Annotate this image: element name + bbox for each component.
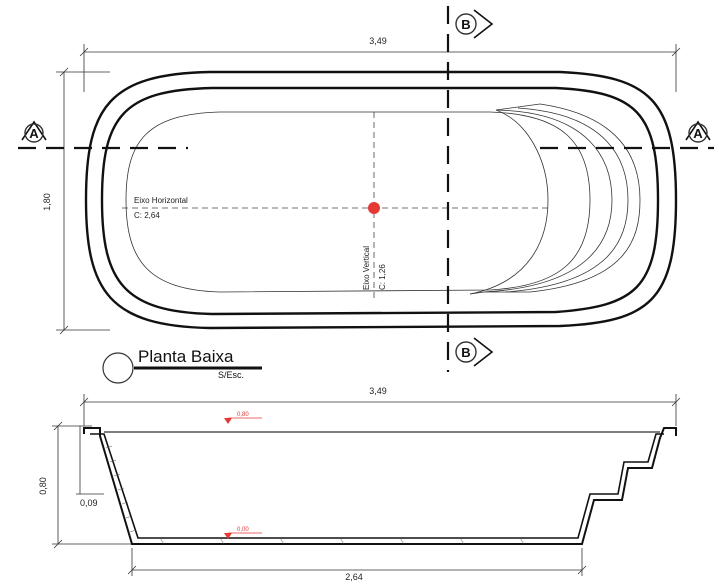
vertical-axis-value: C: 1,26 — [378, 264, 387, 290]
section-b-label-top: B — [461, 17, 470, 32]
pool-steps — [469, 103, 641, 295]
section-outer-shell — [83, 427, 677, 545]
pool-inner-edge — [100, 86, 660, 316]
section-height-dimension: 0,80 — [38, 421, 132, 549]
section-width-label: 3,49 — [369, 386, 387, 396]
pool-outer-edge — [84, 70, 678, 330]
horizontal-axis-value: C: 2,64 — [134, 211, 160, 220]
section-width-dimension: 3,49 — [79, 386, 681, 426]
section-inner-shell — [90, 433, 664, 539]
pool-floor-outline — [125, 111, 591, 293]
section-bottom-dimension: 2,64 — [127, 548, 587, 582]
section-a-label-left: A — [29, 126, 39, 141]
level-top-label: 0,80 — [237, 412, 249, 418]
plan-title-block: Planta Baixa S/Esc. — [102, 347, 262, 384]
section-wall-hatch — [105, 445, 525, 545]
section-a-cut: A A — [18, 120, 714, 150]
level-bottom-label: 0,00 — [237, 527, 249, 533]
rim-label: 0,09 — [80, 498, 98, 508]
vertical-axis-title: Eixo Vertical — [362, 246, 371, 290]
section-bottom-label: 2,64 — [345, 572, 363, 582]
plan-view: 3,49 1,80 Eixo Horizontal — [18, 6, 714, 384]
section-view: 3,49 0,80 0,09 — [38, 386, 681, 582]
plan-title: Planta Baixa — [138, 347, 234, 366]
plan-width-label: 3,49 — [369, 36, 387, 46]
horizontal-axis-title: Eixo Horizontal — [134, 196, 188, 205]
level-mark-bottom: 0,00 — [224, 527, 262, 539]
section-height-label: 0,80 — [38, 477, 48, 495]
center-point — [368, 202, 380, 214]
level-mark-top: 0,80 — [224, 412, 262, 424]
section-a-label-right: A — [693, 126, 703, 141]
plan-width-dimension: 3,49 — [79, 36, 681, 92]
horizontal-axis: Eixo Horizontal C: 2,64 — [122, 196, 548, 220]
plan-height-dimension: 1,80 — [42, 67, 110, 335]
rim-dimension: 0,09 — [76, 426, 104, 508]
plan-scale: S/Esc. — [218, 370, 244, 380]
plan-height-label: 1,80 — [42, 193, 52, 211]
section-b-cut: B B — [446, 6, 494, 372]
section-b-label-bottom: B — [461, 345, 470, 360]
